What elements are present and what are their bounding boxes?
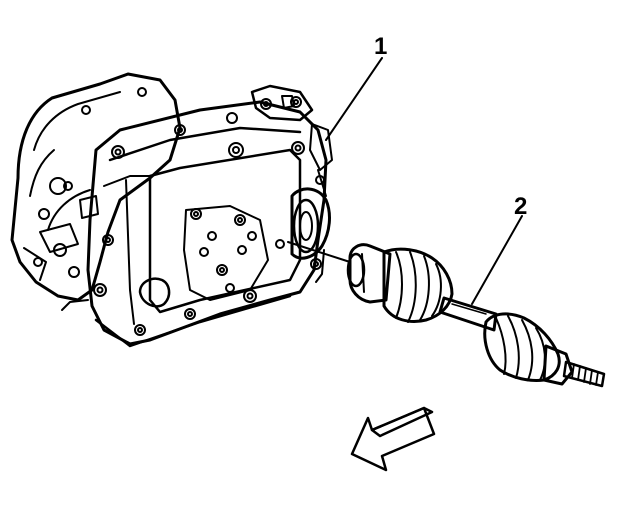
leader-lines (287, 57, 523, 305)
callout-2: 2 (514, 193, 527, 220)
drive-axle-assembly (346, 243, 606, 388)
inner-cv-boot (382, 247, 454, 323)
transaxle-bell-housing (10, 72, 182, 302)
callout-1: 1 (374, 33, 387, 60)
leader-line-2 (471, 215, 523, 305)
inner-tripot-housing (348, 243, 392, 304)
axle-seal-housing (290, 187, 331, 260)
axle-shaft (438, 296, 498, 332)
case-bolts (93, 96, 325, 336)
front-direction-arrow-icon (350, 406, 436, 472)
leader-line-1 (325, 57, 383, 141)
transaxle-case-body (86, 100, 328, 346)
transaxle-assembly (10, 72, 333, 348)
axle-alignment-line (287, 241, 351, 263)
outer-cv-boot (483, 312, 561, 382)
